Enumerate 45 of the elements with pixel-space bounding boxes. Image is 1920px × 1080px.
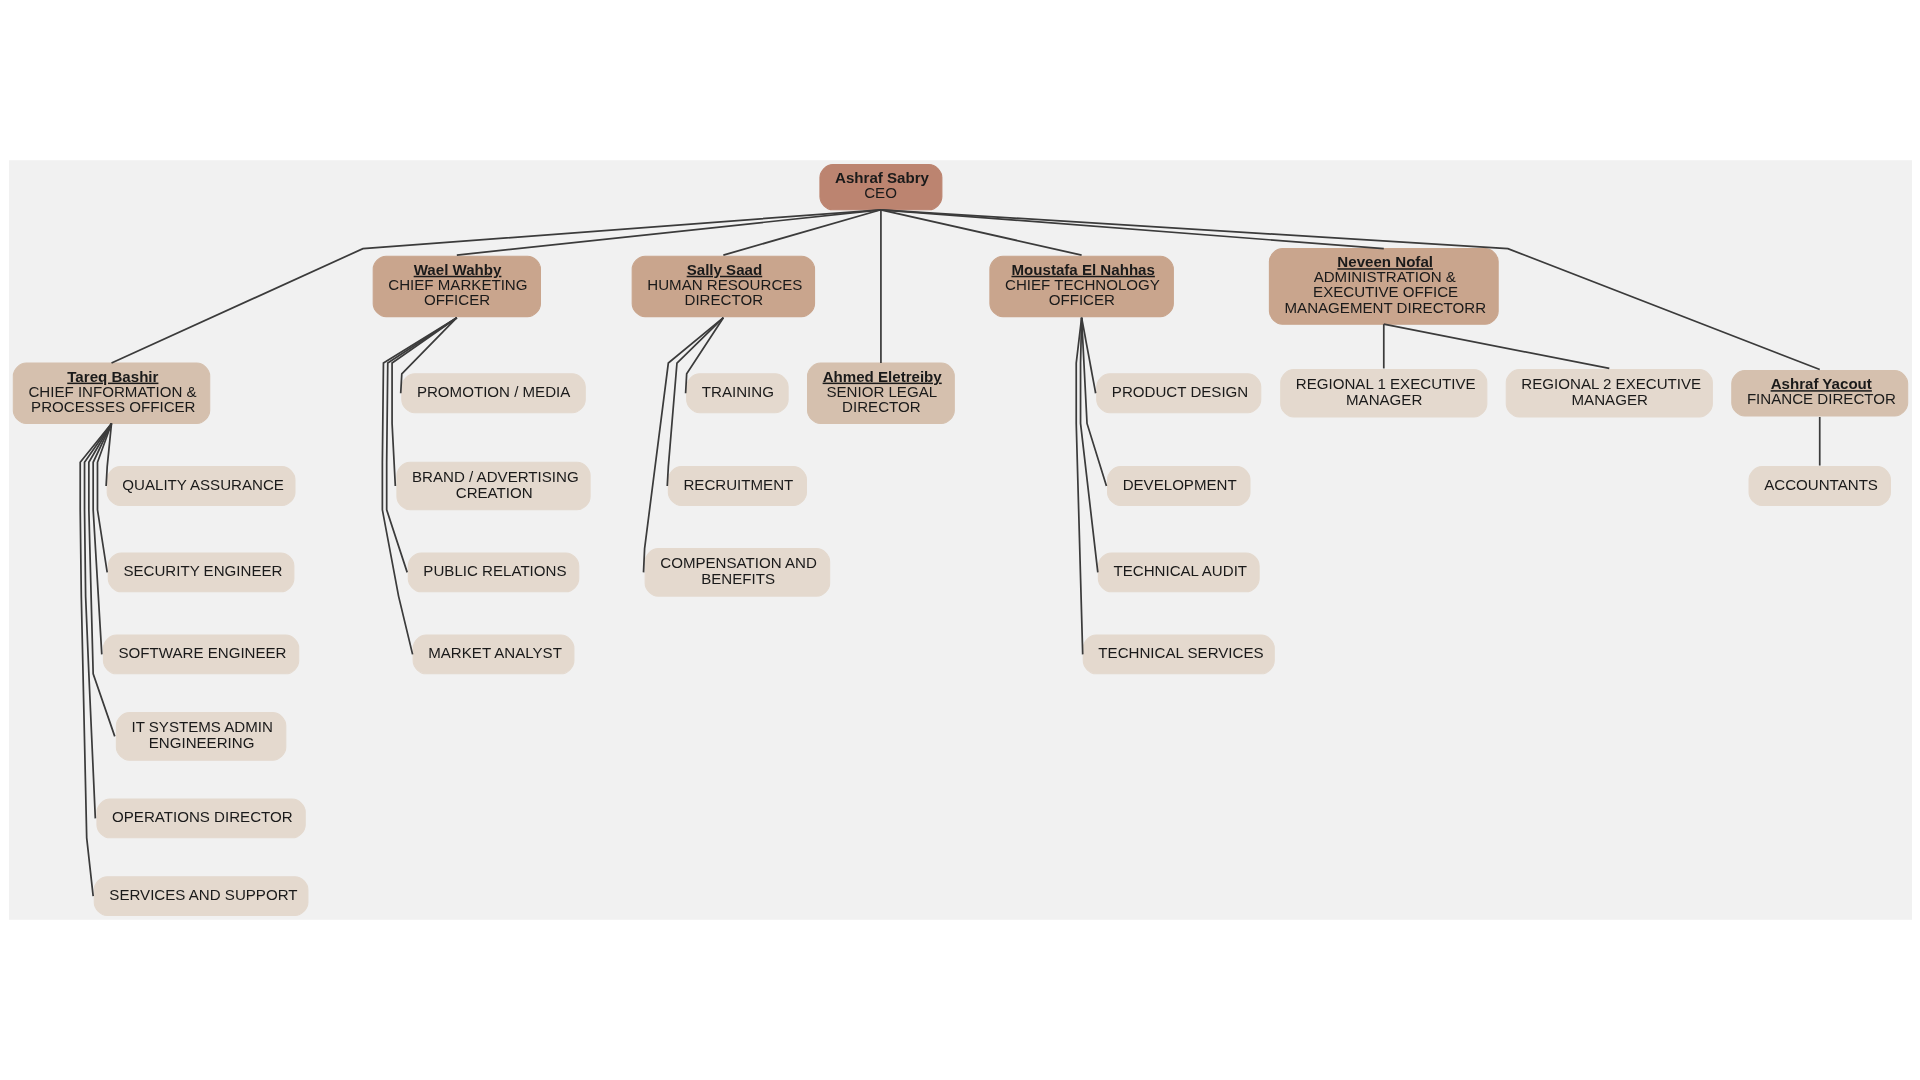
node-box: SERVICES AND SUPPORT [93, 876, 308, 917]
node-box: PRODUCT DESIGN [1095, 373, 1261, 414]
connector [1382, 323, 1385, 370]
node-box: PROMOTION / MEDIA [400, 373, 586, 414]
connector [455, 208, 882, 256]
node-box: REGIONAL 2 EXECUTIVE MANAGER [1505, 368, 1713, 418]
connector [91, 422, 112, 656]
connector [879, 208, 1821, 371]
node-box: ACCOUNTANTS [1748, 466, 1891, 506]
node-box: BRAND / ADVERTISING CREATION [395, 461, 591, 511]
node-box: PUBLIC RELATIONS [407, 552, 579, 593]
node-box: QUALITY ASSURANCE [106, 466, 295, 506]
connector [78, 422, 112, 897]
node-box: TECHNICAL AUDIT [1097, 552, 1260, 593]
connector [879, 208, 882, 364]
connector [96, 422, 112, 574]
node-box: Tareq Bashir CHIEF INFORMATION & PROCESSES OFFICER [12, 362, 210, 424]
connector [381, 316, 458, 656]
node-box: IT SYSTEMS ADMIN ENGINEERING [115, 712, 286, 761]
node-box: Wael Wahby CHIEF MARKETING OFFICER [372, 255, 541, 318]
node-box: TECHNICAL SERVICES [1082, 634, 1275, 675]
node-box: Moustafa El Nahhas CHIEF TECHNOLOGY OFFICER [988, 255, 1174, 318]
node-box: MARKET ANALYST [412, 634, 574, 675]
connector [83, 422, 112, 820]
connector [1382, 323, 1610, 370]
node-box: Sally Saad HUMAN RESOURCES DIRECTOR [631, 255, 815, 318]
node-box: OPERATIONS DIRECTOR [95, 798, 306, 839]
connector [1818, 416, 1821, 467]
node-box: SECURITY ENGINEER [107, 552, 294, 593]
node-box: SOFTWARE ENGINEER [102, 634, 299, 675]
connector [110, 208, 882, 364]
node-box: REGIONAL 1 EXECUTIVE MANAGER [1279, 368, 1487, 418]
connector [1080, 316, 1107, 487]
node-box: COMPENSATION AND BENEFITS [644, 548, 830, 597]
node-box: Neveen Nofal ADMINISTRATION & EXECUTIVE OFFICE MANAGEMENT DIRECTORR [1268, 248, 1499, 325]
node-box: RECRUITMENT [667, 466, 807, 506]
node-box: DEVELOPMENT [1106, 466, 1250, 506]
connector [1074, 316, 1084, 656]
node-box: Ashraf Yacout FINANCE DIRECTOR [1730, 370, 1908, 417]
connector [642, 316, 724, 574]
node-box: Ahmed Eletreiby SENIOR LEGAL DIRECTOR [806, 362, 955, 424]
node-box: Ashraf Sabry CEO [818, 163, 942, 211]
connector [87, 422, 116, 738]
connector [722, 208, 882, 256]
node-box: TRAINING [685, 373, 789, 414]
